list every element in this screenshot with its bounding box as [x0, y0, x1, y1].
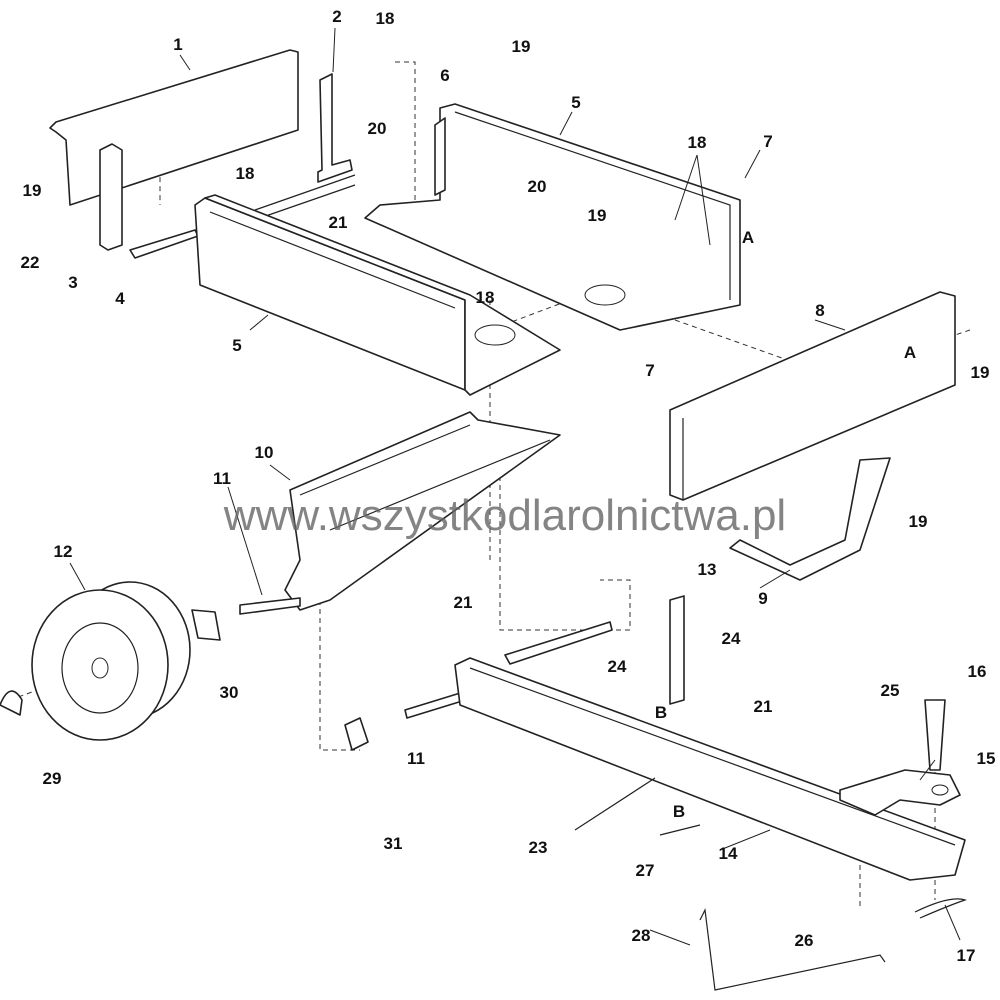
callout: 18: [376, 9, 395, 28]
callout: B: [673, 802, 685, 821]
callout: 18: [688, 133, 707, 152]
part-1-side-panel: [49, 49, 299, 206]
part-17-hair-pin: [914, 898, 967, 919]
part-2-bracket: [317, 73, 353, 183]
callout: 27: [636, 861, 655, 880]
callout: 24: [722, 629, 741, 648]
callout: 7: [645, 361, 654, 380]
callout: B: [655, 703, 667, 722]
callout: 19: [909, 512, 928, 531]
watermark: www.wszystkodlarolnictwa.pl: [223, 491, 786, 540]
callout: 11: [213, 469, 231, 488]
callout: 19: [512, 37, 531, 56]
callout: 6: [440, 66, 449, 85]
part-8-frame-rail: [669, 291, 956, 501]
part-27-spring: [659, 824, 701, 836]
callout: 3: [68, 273, 77, 292]
callout: 21: [754, 697, 773, 716]
part-6-hinge: [434, 117, 446, 196]
callout: 15: [977, 749, 996, 768]
callout: 23: [529, 838, 548, 857]
callout: 7: [763, 132, 772, 151]
part-15-hitch-plate: [839, 769, 961, 816]
callout: A: [904, 343, 916, 362]
part-3-bracket: [99, 143, 123, 251]
part-5-right-tray: [364, 103, 741, 331]
part-23-bolt: [574, 777, 656, 831]
callout: 25: [881, 681, 900, 700]
callout: 1: [173, 35, 182, 54]
callout: 19: [588, 206, 607, 225]
callout: 17: [957, 946, 976, 965]
part-29-hub-cap: [0, 690, 23, 716]
callout: 2: [332, 7, 341, 26]
callout: 30: [220, 683, 239, 702]
callout: 22: [21, 253, 40, 272]
part-12-wheel: [31, 581, 191, 741]
callout: 4: [115, 289, 125, 308]
callout: 12: [54, 542, 73, 561]
callout: 21: [454, 593, 473, 612]
callout: 24: [608, 657, 627, 676]
part-30-clip: [191, 609, 221, 641]
part-13-support: [669, 595, 685, 705]
callout: 5: [571, 93, 580, 112]
part-16-hitch-pin: [924, 699, 946, 771]
callout: A: [742, 228, 754, 247]
callout: 18: [476, 288, 495, 307]
leader-lines: [69, 27, 961, 946]
callout: 5: [232, 336, 241, 355]
callout: 10: [255, 443, 274, 462]
callout: 19: [971, 363, 990, 382]
callout: 29: [43, 769, 62, 788]
callout: 31: [384, 834, 403, 853]
callout: 11: [407, 749, 425, 768]
part-9-hitch-bracket: [729, 457, 891, 581]
callout: 26: [795, 931, 814, 950]
part-11-axle-shaft: [239, 597, 301, 615]
part-4-strip: [129, 229, 199, 259]
callout: 28: [632, 926, 651, 945]
callout: 21: [329, 213, 348, 232]
part-28-handle: [699, 907, 886, 991]
callout: 20: [368, 119, 387, 138]
callout: 16: [968, 662, 987, 681]
callout: 18: [236, 164, 255, 183]
part-14-tongue-frame: [454, 657, 966, 881]
callout: 9: [758, 589, 767, 608]
callout: 19: [23, 181, 42, 200]
callout: 20: [528, 177, 547, 196]
part-31-bushing: [344, 717, 369, 751]
callout-labels: 1 2 18 19 6 5 20 18 7 19 18 20 19 21 22 …: [21, 7, 996, 965]
part-10-axle-housing: [284, 411, 561, 611]
callout: 13: [698, 560, 717, 579]
callout: 8: [815, 301, 824, 320]
callout: 14: [719, 844, 738, 863]
